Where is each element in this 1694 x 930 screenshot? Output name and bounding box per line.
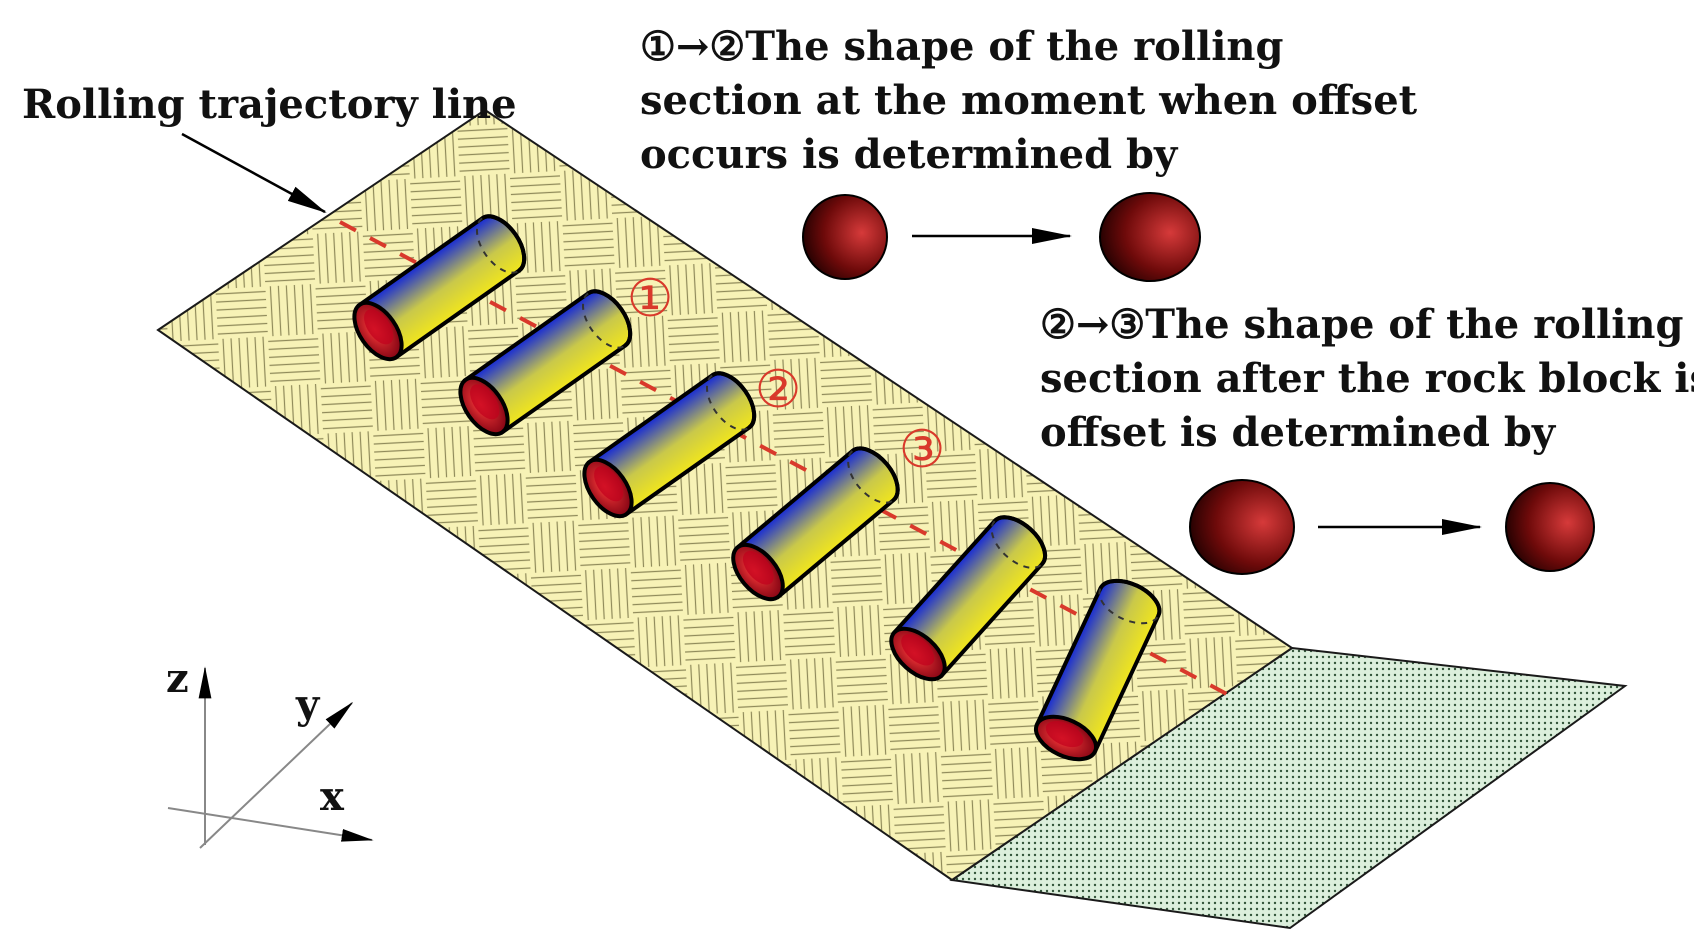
note-a-line-1: ①→②The shape of the rolling (640, 23, 1283, 70)
trajectory-pointer-arrow (181, 132, 327, 214)
axis-label-y: y (295, 681, 321, 728)
note-a: ①→②The shape of the rolling section at t… (640, 23, 1418, 178)
sphere-icon (802, 194, 888, 280)
axis-label-z: z (166, 655, 189, 702)
marker-2: ② (755, 360, 802, 420)
axis-label-x: x (320, 773, 345, 820)
note-a-line-2: section at the moment when offset (640, 77, 1418, 124)
sphere-icon (1505, 482, 1595, 572)
note-b: ②→③The shape of the rolling section afte… (1040, 301, 1694, 456)
marker-3: ③ (899, 420, 946, 480)
y-axis-arrow (199, 701, 354, 849)
note-b-line-1: ②→③The shape of the rolling (1040, 301, 1683, 348)
marker-1: ① (627, 269, 674, 329)
trajectory-label: Rolling trajectory line (22, 81, 517, 128)
x-axis-arrow (167, 807, 374, 842)
note-b-line-2: section after the rock block is (1040, 355, 1694, 402)
note-a-line-3: occurs is determined by (640, 131, 1179, 178)
sphere-icon (1189, 479, 1295, 575)
sphere-icon (1099, 192, 1201, 282)
axes-indicator: z y x (166, 655, 374, 849)
note-b-line-3: offset is determined by (1040, 409, 1557, 456)
